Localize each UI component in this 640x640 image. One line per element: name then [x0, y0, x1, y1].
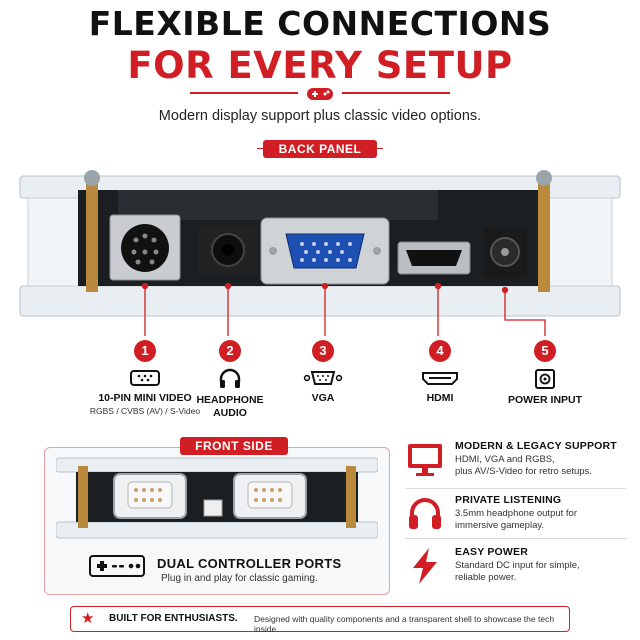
monitor-icon — [408, 444, 442, 476]
headline-line-1: FLEXIBLE CONNECTIONS — [88, 4, 552, 43]
front-side-label: FRONT SIDE — [180, 437, 288, 455]
port-number: 4 — [429, 340, 451, 362]
headphones-icon — [219, 368, 241, 388]
feature-private-listening: PRIVATE LISTENING 3.5mm headphone output… — [405, 494, 635, 540]
port-vga: 3 VGA — [283, 340, 363, 405]
feature-desc: HDMI, VGA and RGBS,plus AV/S-Video for r… — [455, 454, 592, 477]
gamepad-icon — [307, 88, 333, 100]
port-sub: RGBS / CVBS (AV) / S-Video — [89, 406, 201, 416]
feature-title: MODERN & LEGACY SUPPORT — [455, 440, 617, 452]
port-headphone: 2 HEADPHONE AUDIO — [180, 340, 280, 420]
hdmi-icon — [422, 372, 458, 385]
port-name-2: AUDIO — [213, 407, 247, 419]
star-icon: ★ — [81, 610, 95, 627]
feature-separator — [405, 538, 627, 539]
port-name: VGA — [311, 392, 335, 404]
footer-banner: ★ BUILT FOR ENTHUSIASTS. Designed with q… — [70, 606, 570, 634]
headphones-icon — [409, 498, 441, 529]
feature-title: EASY POWER — [455, 546, 528, 558]
dc-jack-icon — [535, 369, 555, 389]
port-power: 5 POWER INPUT — [495, 340, 595, 407]
feature-easy-power: EASY POWER Standard DC input for simple,… — [405, 546, 635, 592]
mini-din-icon — [130, 370, 160, 386]
port-number: 2 — [219, 340, 241, 362]
feature-modern-legacy: MODERN & LEGACY SUPPORT HDMI, VGA and RG… — [405, 440, 635, 486]
port-name: POWER INPUT — [507, 394, 583, 406]
port-name: HEADPHONE — [196, 394, 264, 406]
port-hdmi: 4 HDMI — [400, 340, 480, 405]
divider-right — [342, 92, 450, 94]
lightning-icon — [413, 548, 437, 584]
divider-left — [190, 92, 298, 94]
back-panel-label: BACK PANEL — [257, 140, 383, 158]
dual-controller-subtitle: Plug in and play for classic gaming. — [161, 573, 318, 584]
port-name: HDMI — [426, 392, 454, 404]
back-panel-photo — [19, 170, 621, 336]
port-mini-video: 1 10-PIN MINI VIDEO RGBS / CVBS (AV) / S… — [40, 340, 250, 416]
feature-desc: Standard DC input for simple,reliable po… — [455, 560, 580, 583]
subtitle: Modern display support plus classic vide… — [158, 108, 482, 124]
port-name: 10-PIN MINI VIDEO — [98, 392, 192, 404]
feature-title: PRIVATE LISTENING — [455, 494, 562, 506]
port-number: 3 — [312, 340, 334, 362]
vga-icon — [303, 371, 343, 385]
headline-line-2: FOR EVERY SETUP — [127, 44, 513, 87]
feature-separator — [405, 488, 627, 489]
dual-controller-title: DUAL CONTROLLER PORTS — [157, 556, 342, 571]
footer-text: Designed with quality components and a t… — [254, 614, 555, 634]
front-side-photo — [56, 457, 378, 539]
controller-icon — [89, 555, 145, 577]
footer-strong: BUILT FOR ENTHUSIASTS. — [109, 613, 238, 624]
port-number: 1 — [134, 340, 156, 362]
port-number: 5 — [534, 340, 556, 362]
